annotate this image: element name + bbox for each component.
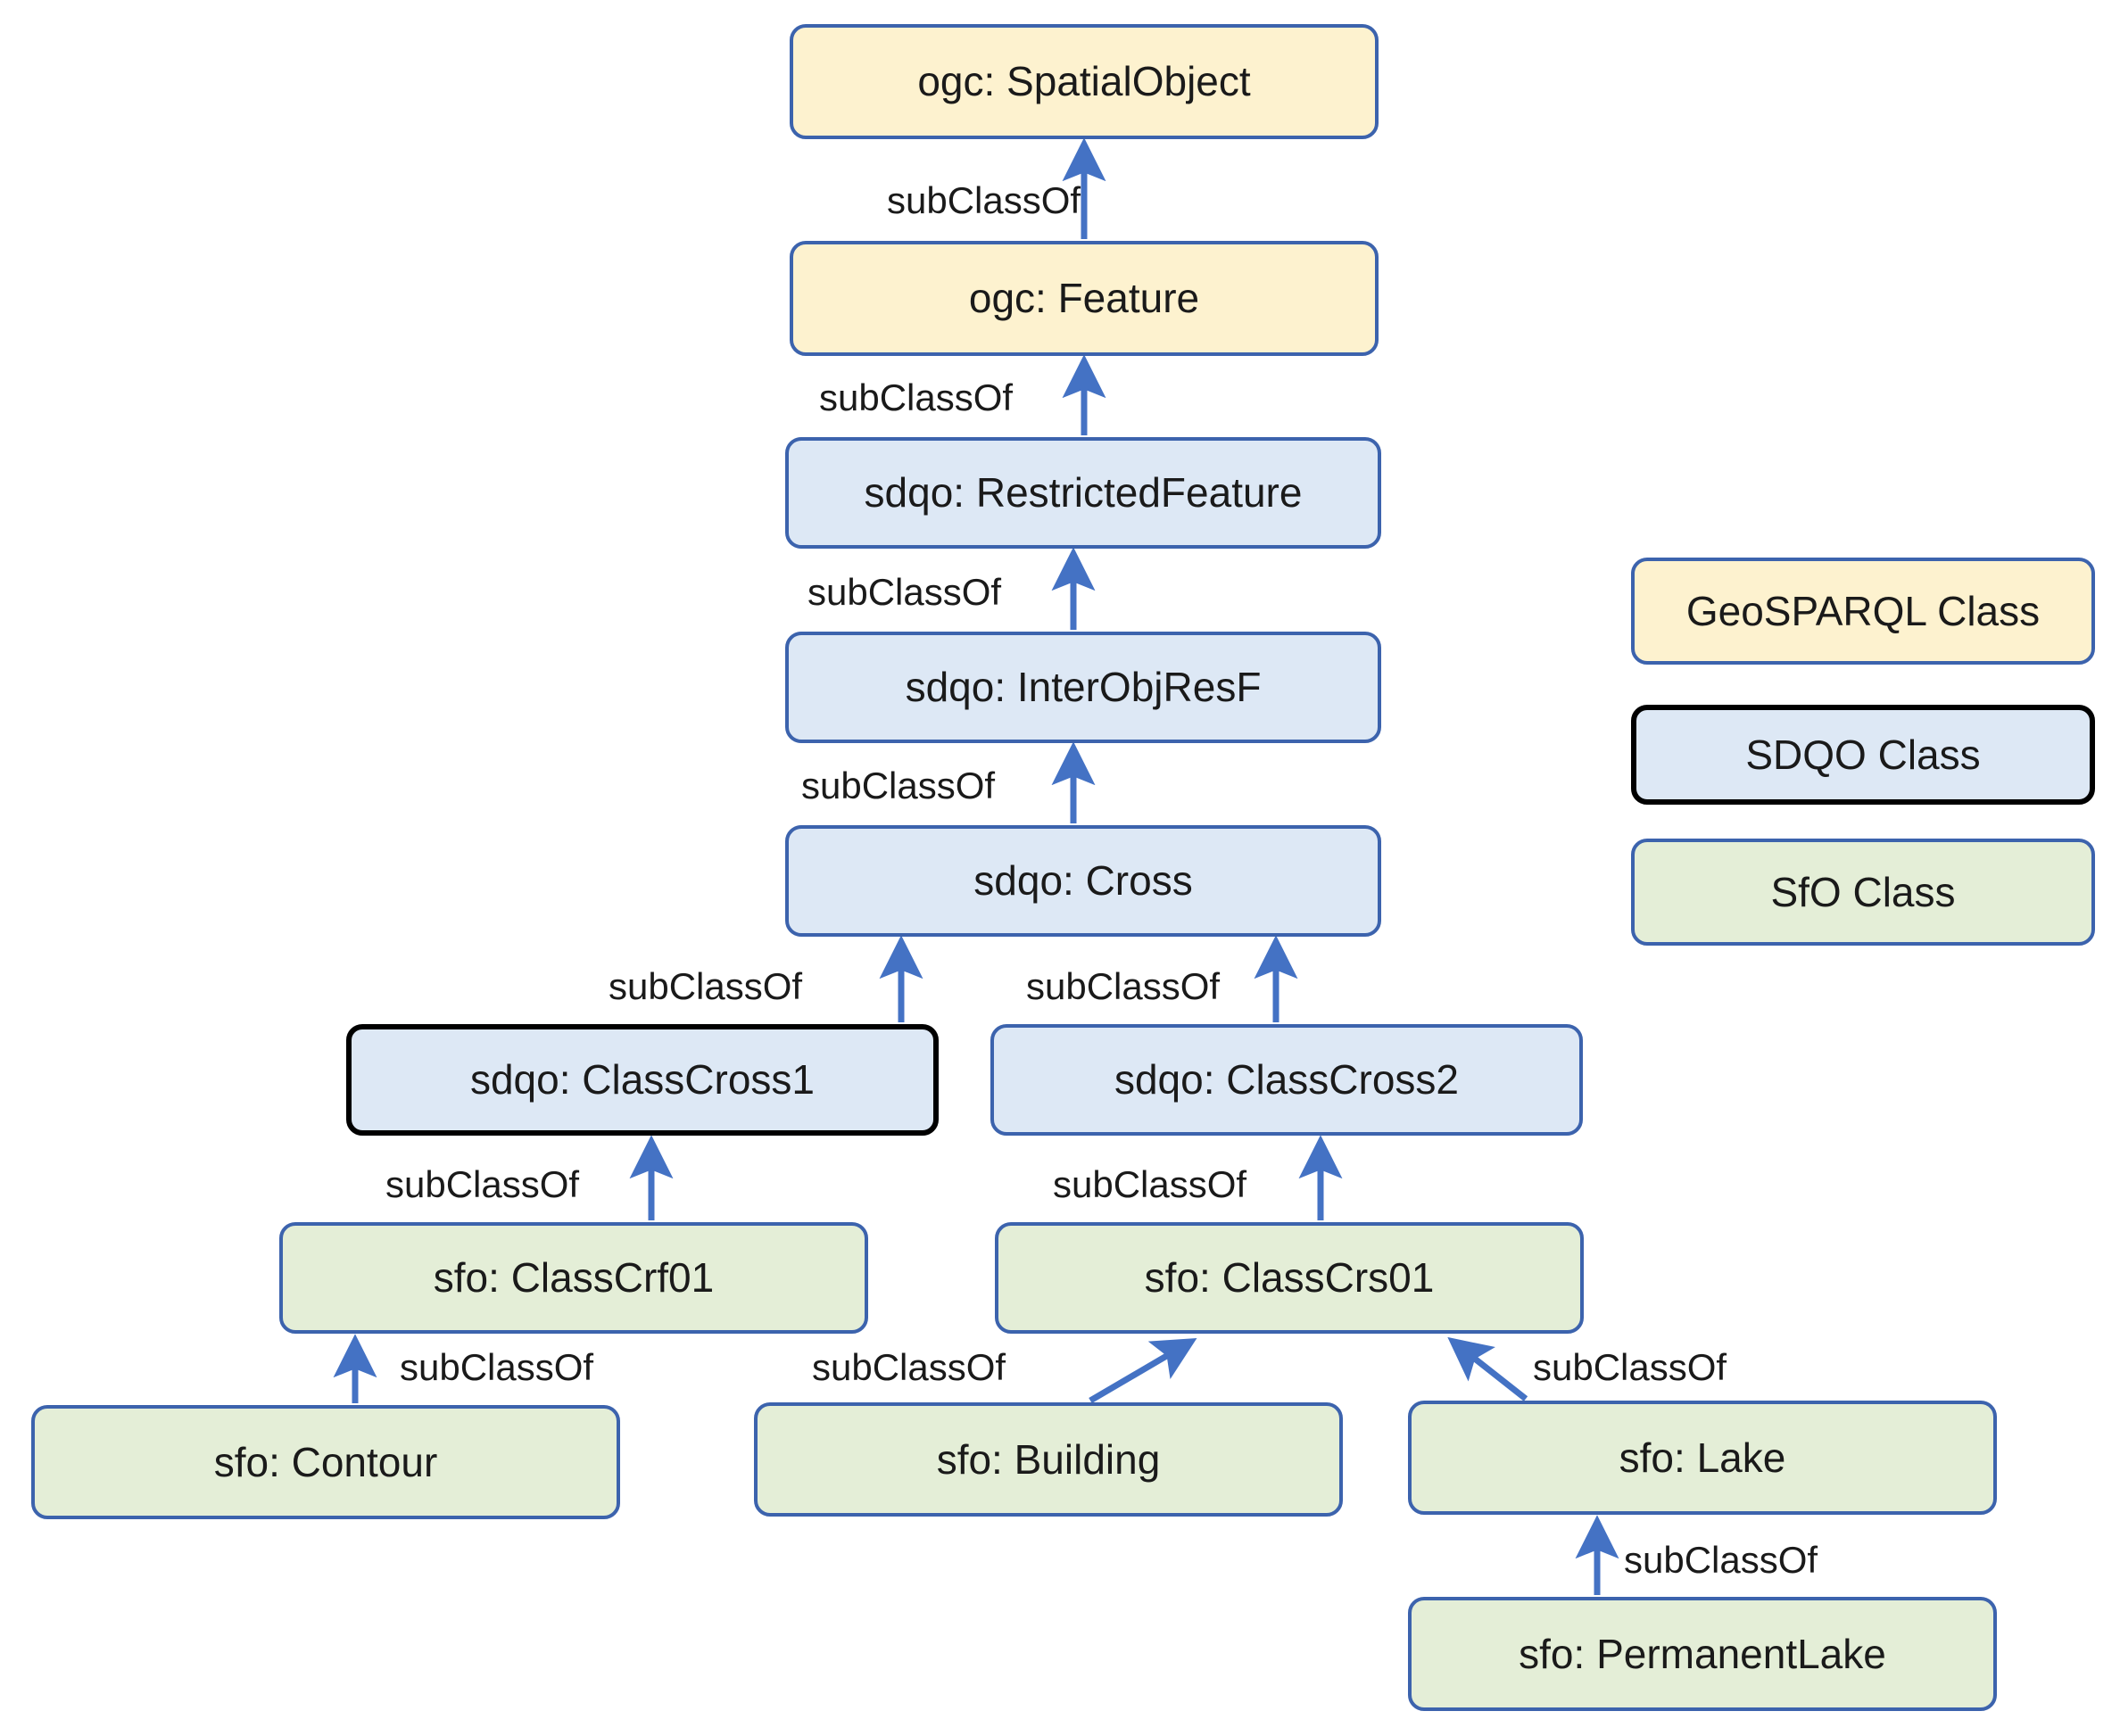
node-sfo-building[interactable]: sfo: Building [754, 1402, 1343, 1517]
edge-label-classcross1-cross: subClassOf [609, 965, 803, 1007]
edge-label-classcrs01-classcross2: subClassOf [1053, 1163, 1247, 1205]
node-label: sdqo: RestrictedFeature [864, 469, 1303, 517]
edge-label-classcross2-cross: subClassOf [1026, 965, 1221, 1007]
node-sfo-contour[interactable]: sfo: Contour [31, 1405, 620, 1519]
edge-label-contour-classcrf01: subClassOf [400, 1346, 594, 1388]
node-sfo-classcrs01[interactable]: sfo: ClassCrs01 [995, 1222, 1584, 1334]
node-label: sfo: Contour [213, 1438, 438, 1485]
node-sfo-classcrf01[interactable]: sfo: ClassCrf01 [279, 1222, 868, 1334]
node-label: ogc: Feature [968, 275, 1200, 322]
edge-label-lake-classcrs01: subClassOf [1533, 1346, 1727, 1388]
node-sdqo-interobjresf[interactable]: sdqo: InterObjResF [785, 632, 1381, 743]
node-sdqo-classcross1[interactable]: sdqo: ClassCross1 [346, 1024, 939, 1136]
legend-label: GeoSPARQL Class [1685, 587, 2041, 634]
legend-label: SDQO Class [1745, 731, 1981, 778]
node-sfo-lake[interactable]: sfo: Lake [1408, 1401, 1997, 1515]
legend-item-geosparql-class[interactable]: GeoSPARQL Class [1631, 558, 2095, 665]
node-label: sdqo: ClassCross1 [469, 1056, 816, 1104]
node-label: sfo: Building [936, 1435, 1161, 1483]
edge-label-permanentlake-lake: subClassOf [1624, 1539, 1818, 1581]
node-ogc-spatialobject[interactable]: ogc: SpatialObject [790, 24, 1379, 139]
edge-label-interobjresf-restrictedfeature: subClassOf [807, 571, 1002, 613]
node-label: sfo: ClassCrs01 [1144, 1254, 1435, 1302]
edge-label-restrictedfeature-feature: subClassOf [819, 376, 1014, 418]
legend-item-sfo-class[interactable]: SfO Class [1631, 839, 2095, 946]
edge-building-to-classcrs01 [1089, 1338, 1197, 1404]
node-label: sdqo: ClassCross2 [1114, 1056, 1460, 1104]
legend-item-sdqo-class[interactable]: SDQO Class [1631, 705, 2095, 805]
node-label: sfo: Lake [1619, 1434, 1786, 1481]
edge-lake-to-classcrs01 [1447, 1336, 1528, 1401]
edge-label-classcrf01-classcross1: subClassOf [385, 1163, 580, 1205]
node-label: sdqo: InterObjResF [905, 664, 1262, 711]
node-label: sfo: ClassCrf01 [433, 1254, 715, 1302]
node-label: sdqo: Cross [973, 857, 1193, 905]
legend-label: SfO Class [1770, 868, 1956, 915]
node-sdqo-restrictedfeature[interactable]: sdqo: RestrictedFeature [785, 437, 1381, 549]
edge-label-feature-spatialobject: subClassOf [887, 179, 1081, 221]
node-sdqo-classcross2[interactable]: sdqo: ClassCross2 [990, 1024, 1583, 1136]
edge-label-cross-interobjresf: subClassOf [801, 765, 996, 806]
edge-label-building-classcrs01: subClassOf [812, 1346, 1006, 1388]
node-label: ogc: SpatialObject [917, 58, 1251, 105]
node-sfo-permanentlake[interactable]: sfo: PermanentLake [1408, 1597, 1997, 1711]
node-label: sfo: PermanentLake [1519, 1630, 1886, 1677]
node-sdqo-cross[interactable]: sdqo: Cross [785, 825, 1381, 937]
node-ogc-feature[interactable]: ogc: Feature [790, 241, 1379, 356]
